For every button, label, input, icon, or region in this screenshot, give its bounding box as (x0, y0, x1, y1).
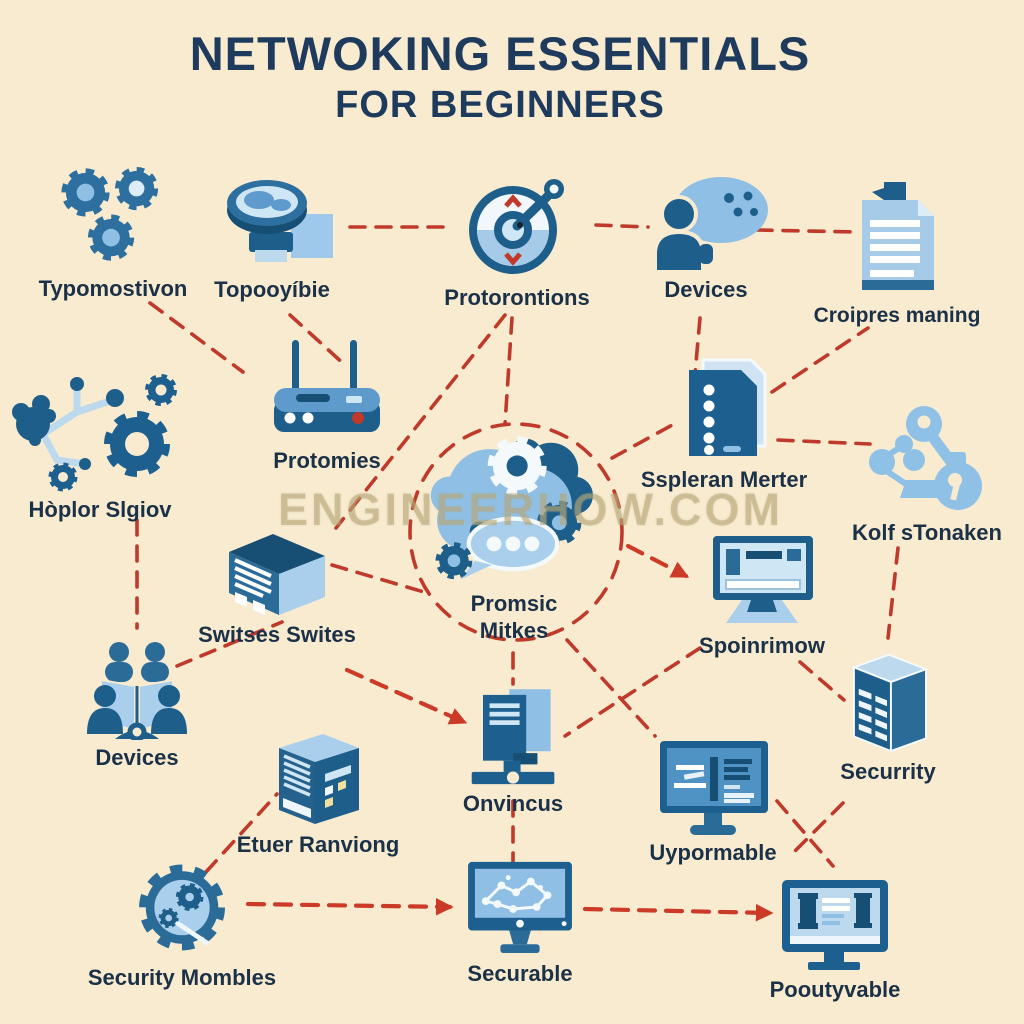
node-label: Devices (95, 745, 179, 770)
node-label: Kolf sTonaken (852, 520, 1002, 545)
node-switses-swites: Switses Swites (162, 522, 392, 648)
stacked-documents-icon (688, 358, 766, 456)
node-label: Topooyíbie (214, 277, 330, 302)
node-sspleran-merter: Sspleran Merter (604, 352, 844, 493)
switch-box-icon (229, 534, 325, 615)
node-label: Spoinrimow (699, 633, 825, 658)
node-label: Security Mombles (87, 965, 277, 990)
node-label: Securrity (840, 759, 936, 784)
monitor-document-icon (781, 880, 888, 970)
node-label: Sspleran Merter (640, 467, 808, 492)
node-label: Etuer Ranviong (236, 832, 400, 857)
node-label: Onvincus (462, 791, 564, 816)
page-title-line1: NETWOKING ESSENTIALS (189, 27, 811, 80)
monitor-dashboard-icon (712, 536, 813, 623)
node-label: Pooutyvable (769, 977, 901, 1002)
document-clip-icon (862, 182, 934, 290)
node-devices-top: Devices (606, 172, 806, 303)
gears-trio-icon (61, 166, 159, 261)
node-securable: Securable (410, 858, 630, 987)
node-label-line1: Promsic (470, 591, 558, 616)
node-label: Protomies (273, 448, 381, 473)
server-tower-icon (278, 734, 359, 824)
node-label: Croipres maning (813, 304, 981, 327)
monitor-network-icon (467, 861, 572, 954)
node-hoplor-slgiov: Hòplor Slgiov (0, 372, 215, 523)
people-group-icon (86, 642, 187, 740)
node-label: Typomostivon (38, 276, 188, 301)
node-onvincus: Onvincus (413, 678, 613, 817)
page-title-line2: FOR BEGINNERS (335, 84, 665, 126)
keys-network-icon (869, 406, 982, 510)
globe-lens-icon (227, 180, 333, 262)
gear-tools-icon (138, 864, 225, 951)
node-etuer-ranviong: Etuer Ranviong (198, 722, 438, 858)
server-rack-icon (850, 653, 929, 753)
network-gears-icon (12, 374, 177, 492)
node-label-line2: Mitkes (479, 618, 549, 643)
node-kolf-stonaken: Kolf sTonaken (822, 400, 1024, 546)
node-promsic-mitkes: Promsic Mitkes (404, 428, 624, 644)
node-label: Securable (467, 961, 573, 986)
desktop-computer-icon (471, 689, 554, 785)
node-spoinrimow: Spoinrimow (657, 528, 867, 659)
node-label: Protorontions (444, 285, 590, 310)
node-label: Devices (664, 277, 748, 302)
node-label: Uypormable (649, 840, 777, 865)
node-protorontions: Protorontions (407, 168, 627, 311)
person-chat-icon (653, 177, 768, 272)
node-label: Hòplor Slgiov (28, 497, 172, 522)
monitor-code-icon (659, 741, 768, 835)
node-devices-people: Devices (32, 638, 242, 771)
watermark-text: ENGINEERHOW.COM (278, 484, 784, 535)
compass-gauge-icon (469, 179, 564, 274)
router-icon (274, 340, 380, 432)
node-uypormable: Uypormable (603, 735, 823, 866)
node-croipres-maning: Croipres maning (782, 178, 1012, 329)
node-typomostivon: Typomostivon (13, 163, 213, 302)
node-topooyibie: Topooyíbie (172, 172, 372, 303)
node-pooutyvable: Pooutyvable (715, 878, 955, 1003)
node-securrity: Securrity (788, 642, 988, 785)
node-security-mombles: Security Mombles (52, 855, 312, 991)
